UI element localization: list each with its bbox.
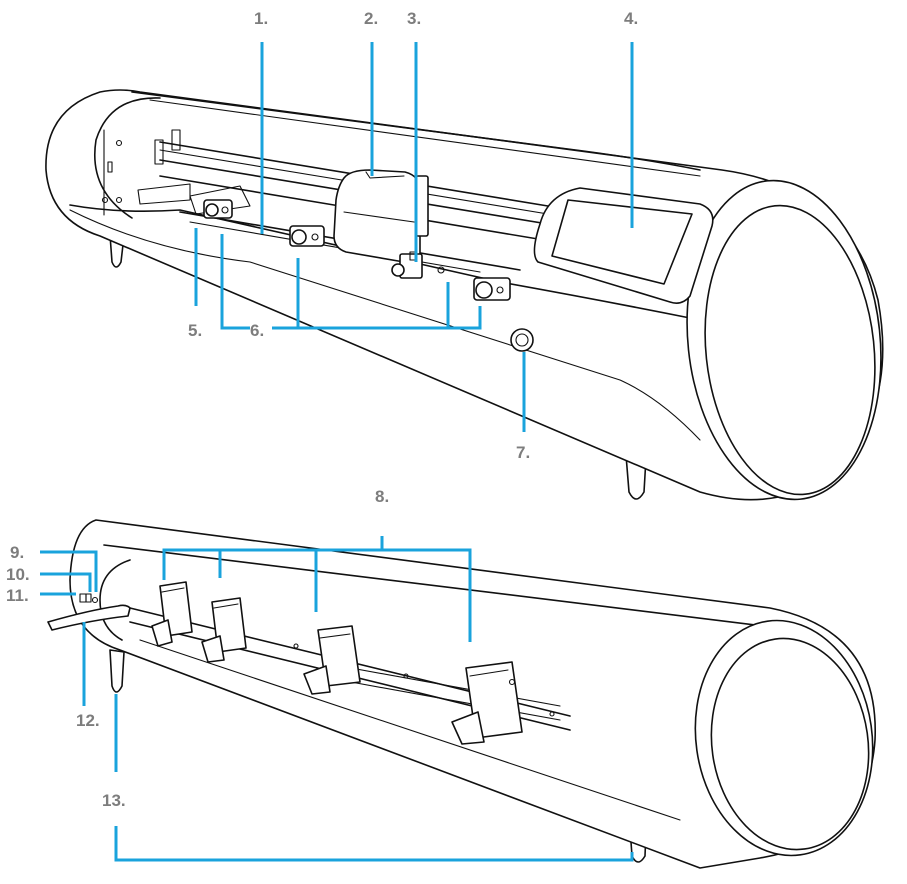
back-left-cap bbox=[99, 559, 131, 641]
cap-screw bbox=[115, 139, 123, 147]
back-top-edge bbox=[103, 544, 781, 629]
front-lid-edge bbox=[131, 91, 701, 171]
carriage-side bbox=[415, 175, 429, 237]
port-2 bbox=[85, 593, 92, 603]
rail-bracket bbox=[171, 129, 181, 151]
rail-end bbox=[154, 139, 164, 165]
leader-line-9 bbox=[40, 550, 98, 592]
back-right-end-outer bbox=[694, 619, 874, 857]
cutting-strip-inner bbox=[189, 221, 481, 273]
leader-line-6b bbox=[272, 306, 482, 330]
back-view-machine bbox=[47, 519, 876, 869]
callout-label-1: 1. bbox=[254, 9, 269, 28]
callout-label-8: 8. bbox=[375, 487, 390, 506]
left-bracket bbox=[137, 183, 191, 205]
lock-lever-2 bbox=[201, 597, 247, 663]
pinch-roller-left bbox=[203, 199, 233, 219]
back-rod-secondary bbox=[339, 665, 561, 707]
back-lower-crease bbox=[139, 639, 681, 821]
front-view-machine bbox=[45, 89, 884, 501]
front-right-end-inner bbox=[704, 204, 876, 496]
rod-screw bbox=[549, 711, 555, 717]
cap-screw bbox=[115, 196, 123, 204]
port-3 bbox=[91, 596, 99, 604]
lock-lever-3 bbox=[303, 625, 361, 695]
cap-slot bbox=[107, 161, 113, 173]
back-rod-secondary-b bbox=[339, 679, 561, 721]
lock-lever-1 bbox=[151, 581, 193, 647]
callout-label-4: 4. bbox=[624, 9, 639, 28]
callout-label-12: 12. bbox=[76, 711, 100, 730]
callout-label-3: 3. bbox=[407, 9, 422, 28]
front-body-crease bbox=[69, 209, 701, 441]
callout-label-6: 6. bbox=[250, 321, 265, 340]
callout-label-5: 5. bbox=[188, 321, 203, 340]
back-right-end-inner bbox=[710, 637, 870, 851]
leader-line-10 bbox=[40, 572, 92, 592]
callout-label-9: 9. bbox=[10, 543, 25, 562]
touchscreen bbox=[551, 199, 693, 285]
callout-label-2: 2. bbox=[364, 9, 379, 28]
carriage-top bbox=[365, 171, 405, 179]
rod-screw bbox=[403, 673, 409, 679]
power-button-center bbox=[515, 333, 529, 347]
power-button-ring bbox=[510, 328, 534, 352]
front-lid-inner bbox=[149, 99, 701, 177]
pinch-roller-right bbox=[473, 277, 511, 301]
front-left-cap bbox=[94, 97, 161, 219]
leader-line-13b bbox=[114, 826, 634, 862]
back-left-foot bbox=[109, 649, 125, 693]
callout-label-10: 10. bbox=[6, 565, 30, 584]
front-right-end-outer bbox=[686, 179, 882, 501]
callout-label-11: 11. bbox=[6, 586, 29, 605]
rod-screw bbox=[293, 643, 299, 649]
pinch-roller-center bbox=[289, 225, 325, 247]
cap-screw bbox=[101, 196, 109, 204]
callout-label-13: 13. bbox=[102, 791, 126, 810]
callout-lines bbox=[40, 42, 634, 862]
left-bracket-plate bbox=[189, 185, 251, 215]
lock-lever-4 bbox=[451, 661, 523, 745]
carriage-seam bbox=[343, 211, 415, 223]
leader-line-6a bbox=[220, 234, 250, 330]
callout-label-7: 7. bbox=[516, 443, 531, 462]
